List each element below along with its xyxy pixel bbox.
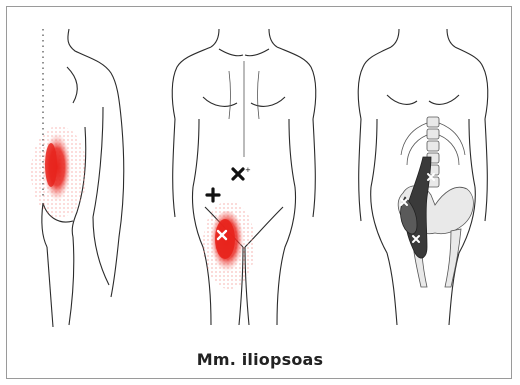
figure-frame: + <box>6 6 512 379</box>
figure-caption: Mm. iliopsoas <box>7 350 513 369</box>
back-referred-pain-area <box>31 126 87 218</box>
trigger-point-superscript-plus: + <box>245 166 251 174</box>
anatomy-illustration: + <box>7 7 513 380</box>
trigger-point-plus-icon <box>207 189 219 201</box>
thigh-referred-pain-area <box>203 201 255 289</box>
trigger-point-cross-icon <box>233 169 243 179</box>
iliopsoas-muscle <box>401 157 432 258</box>
